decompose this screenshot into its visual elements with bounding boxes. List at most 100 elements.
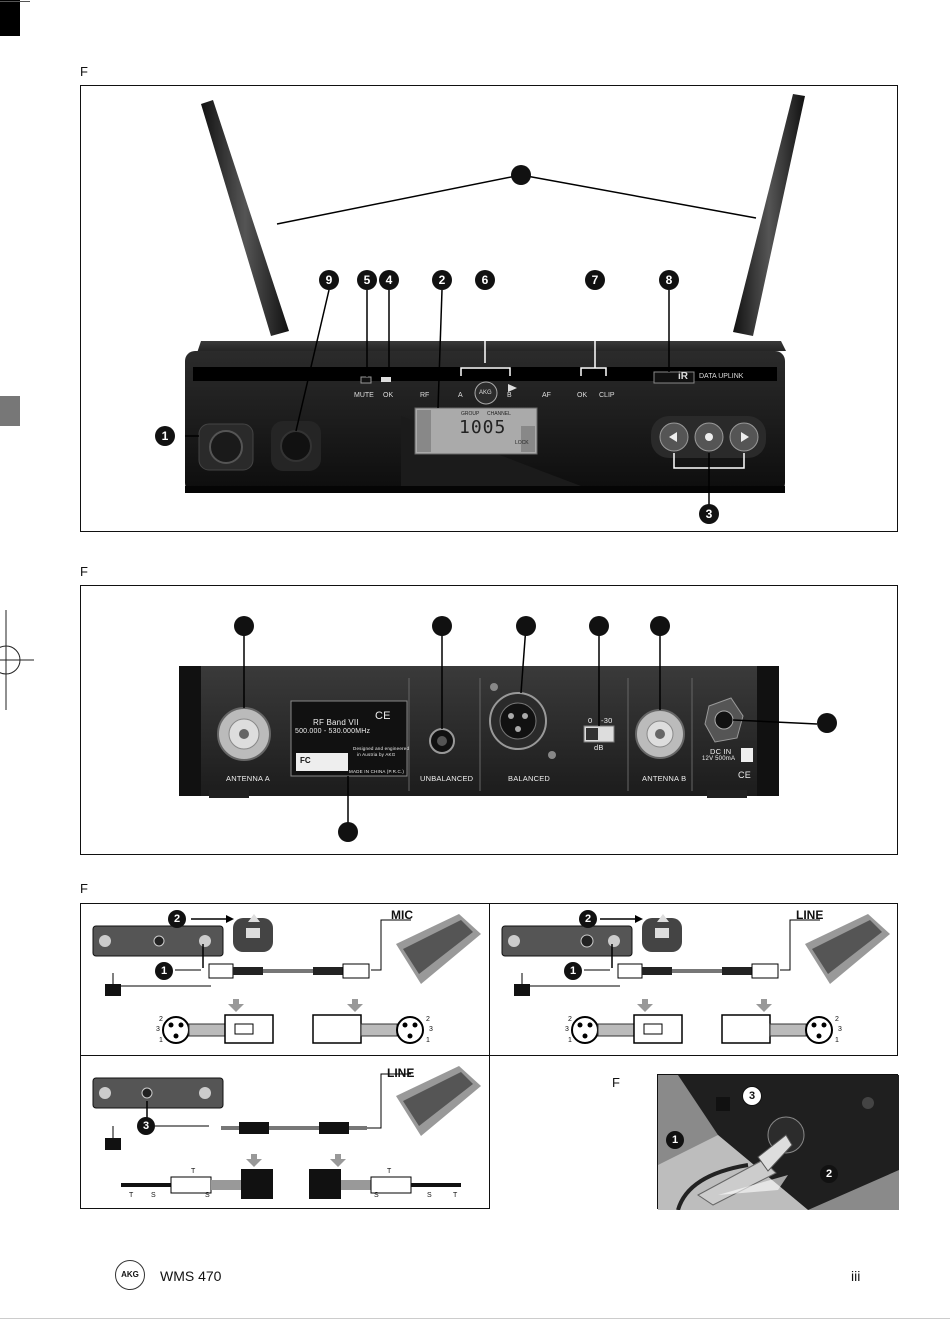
ok-label: OK bbox=[383, 392, 394, 399]
front-receiver-illustration bbox=[185, 94, 805, 506]
page-number: iii bbox=[851, 1268, 861, 1284]
lcd-channel-label: CHANNEL bbox=[487, 411, 511, 417]
xlr-pin-3-right: 3 bbox=[429, 1026, 433, 1033]
xlr-b-pin-2-left: 2 bbox=[568, 1016, 572, 1023]
af-label: AF bbox=[542, 392, 551, 399]
lcd-display bbox=[414, 407, 538, 455]
xlr-b-pin-1-right: 1 bbox=[835, 1037, 839, 1044]
designed-label: Designed and engineered bbox=[353, 746, 410, 751]
figure-1-label: F bbox=[80, 64, 88, 79]
antenna-b-label: ANTENNA B bbox=[642, 774, 687, 783]
xlr-b-pin-3-right: 3 bbox=[838, 1026, 842, 1033]
xlr-pin-2-right: 2 bbox=[426, 1016, 430, 1023]
side-tab-marker bbox=[0, 396, 20, 426]
mixer-illustration-line-xlr bbox=[805, 914, 890, 984]
ir-label: iR bbox=[678, 371, 688, 382]
callout-3: 3 bbox=[699, 504, 719, 524]
mic-label: MIC bbox=[391, 908, 413, 922]
clip-label: CLIP bbox=[599, 392, 615, 399]
antenna-right bbox=[733, 94, 805, 336]
callout-antennas bbox=[511, 165, 531, 185]
jack-letter-t-2: T bbox=[191, 1168, 196, 1175]
crop-line-top bbox=[0, 1, 30, 2]
akg-logo-text: AKG bbox=[121, 1270, 139, 1279]
callout-3b-2: 2 bbox=[579, 910, 597, 928]
jack-letter-t-4: T bbox=[453, 1192, 458, 1199]
callout-antenna-a bbox=[234, 616, 254, 636]
xlr-pin-3-left: 3 bbox=[156, 1026, 160, 1033]
frequency-range-label: 500.000 - 530.000MHz bbox=[295, 728, 371, 735]
af-ok-label: OK bbox=[577, 392, 588, 399]
corner-block-top-left bbox=[0, 0, 20, 36]
jack-letter-s-1: S bbox=[151, 1192, 156, 1199]
xlr-b-pin-3-left: 3 bbox=[565, 1026, 569, 1033]
jack-letter-s-3: S bbox=[374, 1192, 379, 1199]
callout-3c-3: 3 bbox=[137, 1117, 155, 1135]
designed-label-2: in Austria by AKG bbox=[357, 752, 396, 757]
jack-letter-s-2: S bbox=[205, 1192, 210, 1199]
line-label-2: LINE bbox=[387, 1066, 415, 1080]
callout-unbalanced bbox=[432, 616, 452, 636]
figure-4-frame: 3 1 2 bbox=[657, 1074, 899, 1210]
dc-plug-photo bbox=[658, 1075, 899, 1210]
rear-panel-illustration bbox=[179, 625, 818, 826]
figure-3a-mic-frame: MIC 2 1 2 3 1 2 3 1 bbox=[80, 903, 490, 1056]
fcc-logo: FC bbox=[300, 756, 311, 765]
akg-badge bbox=[474, 381, 498, 405]
callout-4-2: 2 bbox=[820, 1165, 838, 1183]
registration-mark bbox=[0, 610, 34, 710]
antenna-a-label: ANTENNA A bbox=[226, 774, 270, 783]
data-uplink-label: DATA UPLINK bbox=[699, 373, 744, 380]
figure-4-label: F bbox=[612, 1075, 620, 1090]
jack-letter-t-3: T bbox=[387, 1168, 392, 1175]
made-in-label: MADE IN CHINA (P.R.C.) bbox=[349, 769, 405, 774]
lcd-lock-label: LOCK bbox=[515, 440, 529, 446]
volume-knob bbox=[280, 430, 312, 462]
dc-in-label: DC IN bbox=[710, 747, 732, 756]
figure-2-frame: ANTENNA A UNBALANCED BALANCED ANTENNA B … bbox=[80, 585, 898, 855]
figure-3-label: F bbox=[80, 881, 88, 896]
callout-rating-label bbox=[338, 822, 358, 842]
antenna-left bbox=[201, 100, 289, 336]
callout-3a-2: 2 bbox=[168, 910, 186, 928]
xlr-b-pin-1-left: 1 bbox=[568, 1037, 572, 1044]
ce-mark: CE bbox=[375, 710, 391, 722]
callout-7: 7 bbox=[585, 270, 605, 290]
mute-label: MUTE bbox=[354, 392, 374, 399]
callout-8: 8 bbox=[659, 270, 679, 290]
xlr-b-pin-2-right: 2 bbox=[835, 1016, 839, 1023]
callout-balanced bbox=[516, 616, 536, 636]
callout-4: 4 bbox=[379, 270, 399, 290]
callout-1: 1 bbox=[155, 426, 175, 446]
line-xlr-connection-diagram bbox=[501, 914, 890, 1044]
xlr-pin-2-left: 2 bbox=[159, 1016, 163, 1023]
figure-3c-line-jack-frame: LINE 3 T S S T T S S T bbox=[80, 1055, 490, 1209]
balanced-label: BALANCED bbox=[508, 774, 551, 783]
callout-antenna-b bbox=[650, 616, 670, 636]
figure-3b-line-xlr-frame: LINE 2 1 2 3 1 2 3 1 bbox=[489, 903, 898, 1056]
mixer-illustration-line-jack bbox=[396, 1066, 481, 1136]
crop-line-bottom bbox=[0, 1318, 950, 1319]
pad-30-label: -30 bbox=[601, 716, 613, 725]
callout-3b-1: 1 bbox=[564, 962, 582, 980]
ir-window bbox=[653, 371, 695, 384]
xlr-pin-1-right: 1 bbox=[426, 1037, 430, 1044]
line-label-1: LINE bbox=[796, 908, 824, 922]
model-name: WMS 470 bbox=[160, 1268, 222, 1284]
figure-1-frame: MUTE OK RF A B AF OK CLIP iR DATA UPLINK… bbox=[80, 85, 898, 532]
lcd-group-label: GROUP bbox=[461, 411, 480, 417]
callout-dc-in bbox=[817, 713, 837, 733]
callout-3a-1: 1 bbox=[155, 962, 173, 980]
callout-pad-switch bbox=[589, 616, 609, 636]
callout-5: 5 bbox=[357, 270, 377, 290]
pad-0-label: 0 bbox=[588, 716, 593, 725]
line-jack-connection-diagram bbox=[92, 1066, 481, 1199]
unbalanced-label: UNBALANCED bbox=[420, 774, 474, 783]
akg-badge-label: AKG bbox=[479, 390, 492, 396]
callout-2: 2 bbox=[432, 270, 452, 290]
akg-logo: AKG bbox=[115, 1260, 145, 1290]
mic-connection-diagram bbox=[92, 914, 481, 1044]
dc-spec-label: 12V 500mA bbox=[702, 756, 736, 762]
rf-label: RF bbox=[420, 392, 430, 399]
rf-band-label: RF Band VII bbox=[313, 718, 359, 727]
